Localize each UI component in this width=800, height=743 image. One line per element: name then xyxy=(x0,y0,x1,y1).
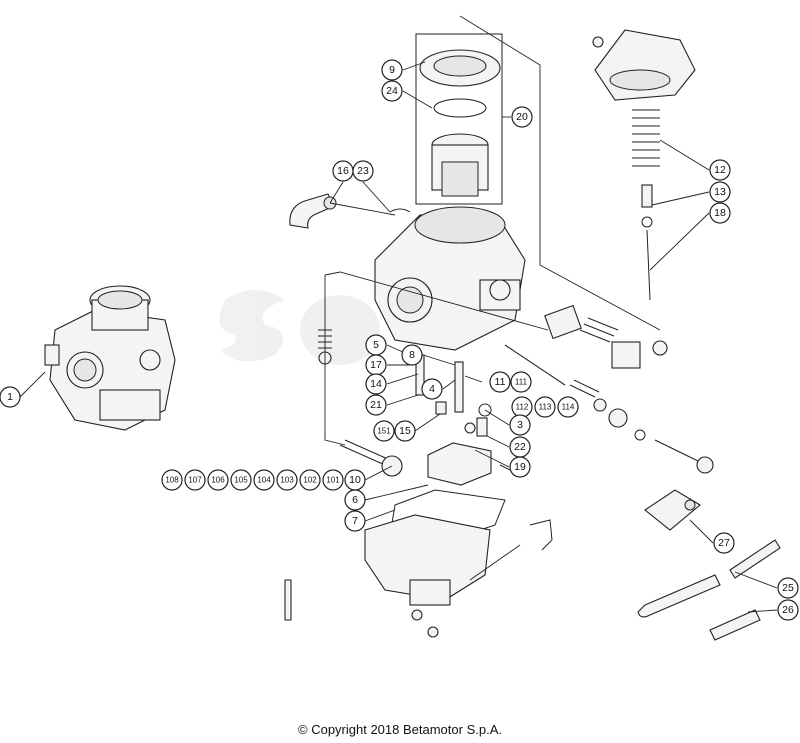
callout-8: 8 xyxy=(401,344,423,366)
carburetor-body xyxy=(374,206,526,351)
callout-20: 20 xyxy=(511,106,533,128)
callout-9: 9 xyxy=(381,59,403,81)
callout-19: 19 xyxy=(509,456,531,478)
callout-7: 7 xyxy=(344,510,366,532)
callout-112: 112 xyxy=(511,396,533,418)
callout-114: 114 xyxy=(557,396,579,418)
svg-text:13: 13 xyxy=(714,186,726,198)
svg-text:102: 102 xyxy=(303,476,317,485)
svg-text:17: 17 xyxy=(370,359,382,371)
svg-text:19: 19 xyxy=(514,461,526,473)
svg-text:103: 103 xyxy=(280,476,294,485)
svg-text:25: 25 xyxy=(782,582,794,594)
svg-text:4: 4 xyxy=(429,383,435,395)
svg-text:105: 105 xyxy=(234,476,248,485)
svg-text:112: 112 xyxy=(516,403,529,412)
svg-text:151: 151 xyxy=(377,427,391,436)
callout-15: 15 xyxy=(394,420,416,442)
callout-4: 4 xyxy=(421,378,443,400)
svg-text:6: 6 xyxy=(352,494,358,506)
svg-text:8: 8 xyxy=(409,349,415,361)
callout-18: 18 xyxy=(709,202,731,224)
svg-text:111: 111 xyxy=(515,378,528,387)
callout-107: 107 xyxy=(184,469,206,491)
callout-1: 1 xyxy=(0,386,21,408)
callout-106: 106 xyxy=(207,469,229,491)
callout-26: 26 xyxy=(777,599,799,621)
callout-6: 6 xyxy=(344,489,366,511)
svg-text:7: 7 xyxy=(352,515,358,527)
svg-text:104: 104 xyxy=(257,476,271,485)
throttle-linkage xyxy=(504,304,714,474)
svg-text:27: 27 xyxy=(718,537,730,549)
watermark xyxy=(219,290,380,365)
callout-23: 23 xyxy=(352,160,374,182)
callout-103: 103 xyxy=(276,469,298,491)
svg-text:11: 11 xyxy=(495,376,506,388)
svg-text:26: 26 xyxy=(782,604,794,616)
callout-104: 104 xyxy=(253,469,275,491)
svg-text:23: 23 xyxy=(357,165,369,177)
svg-text:106: 106 xyxy=(211,476,225,485)
diaphragm-group xyxy=(415,33,503,205)
float-bowl-group xyxy=(284,442,553,638)
callout-101: 101 xyxy=(322,469,344,491)
svg-text:5: 5 xyxy=(373,339,379,351)
carburetor-assembly xyxy=(44,285,176,431)
callout-5: 5 xyxy=(365,334,387,356)
callout-17: 17 xyxy=(365,354,387,376)
callout-111: 111 xyxy=(510,371,532,393)
svg-text:18: 18 xyxy=(714,207,726,219)
top-cap-group xyxy=(592,29,696,301)
callout-14: 14 xyxy=(365,373,387,395)
svg-text:3: 3 xyxy=(517,419,523,431)
callout-10: 10 xyxy=(344,469,366,491)
svg-text:10: 10 xyxy=(349,474,361,486)
elbow-hose xyxy=(289,193,411,229)
callout-108: 108 xyxy=(161,469,183,491)
svg-text:21: 21 xyxy=(370,399,382,411)
svg-text:113: 113 xyxy=(539,403,552,412)
valve-and-hoses xyxy=(637,489,781,641)
svg-text:114: 114 xyxy=(562,403,575,412)
svg-text:107: 107 xyxy=(188,476,202,485)
callouts: 1 9 24 20 16 23 12 13 18 5 17 8 14 4 11 … xyxy=(0,59,799,621)
callout-24: 24 xyxy=(381,80,403,102)
callout-151: 151 xyxy=(373,420,395,442)
callout-27: 27 xyxy=(713,532,735,554)
svg-text:101: 101 xyxy=(326,476,340,485)
svg-text:22: 22 xyxy=(514,441,526,453)
svg-text:108: 108 xyxy=(165,476,179,485)
callout-22: 22 xyxy=(509,436,531,458)
callout-16: 16 xyxy=(332,160,354,182)
svg-text:12: 12 xyxy=(714,164,726,176)
callout-113: 113 xyxy=(534,396,556,418)
svg-text:15: 15 xyxy=(399,425,411,437)
callout-13: 13 xyxy=(709,181,731,203)
callout-12: 12 xyxy=(709,159,731,181)
callout-102: 102 xyxy=(299,469,321,491)
callout-3: 3 xyxy=(509,414,531,436)
callout-25: 25 xyxy=(777,577,799,599)
leader-lines xyxy=(19,15,778,613)
svg-text:1: 1 xyxy=(7,391,13,403)
copyright-text: © Copyright 2018 Betamotor S.p.A. xyxy=(298,722,502,737)
svg-text:20: 20 xyxy=(516,111,528,123)
svg-text:14: 14 xyxy=(370,378,382,390)
callout-11: 11 xyxy=(489,371,511,393)
svg-text:24: 24 xyxy=(386,85,398,97)
callout-105: 105 xyxy=(230,469,252,491)
svg-text:9: 9 xyxy=(389,64,395,76)
callout-21: 21 xyxy=(365,394,387,416)
svg-text:16: 16 xyxy=(337,165,349,177)
